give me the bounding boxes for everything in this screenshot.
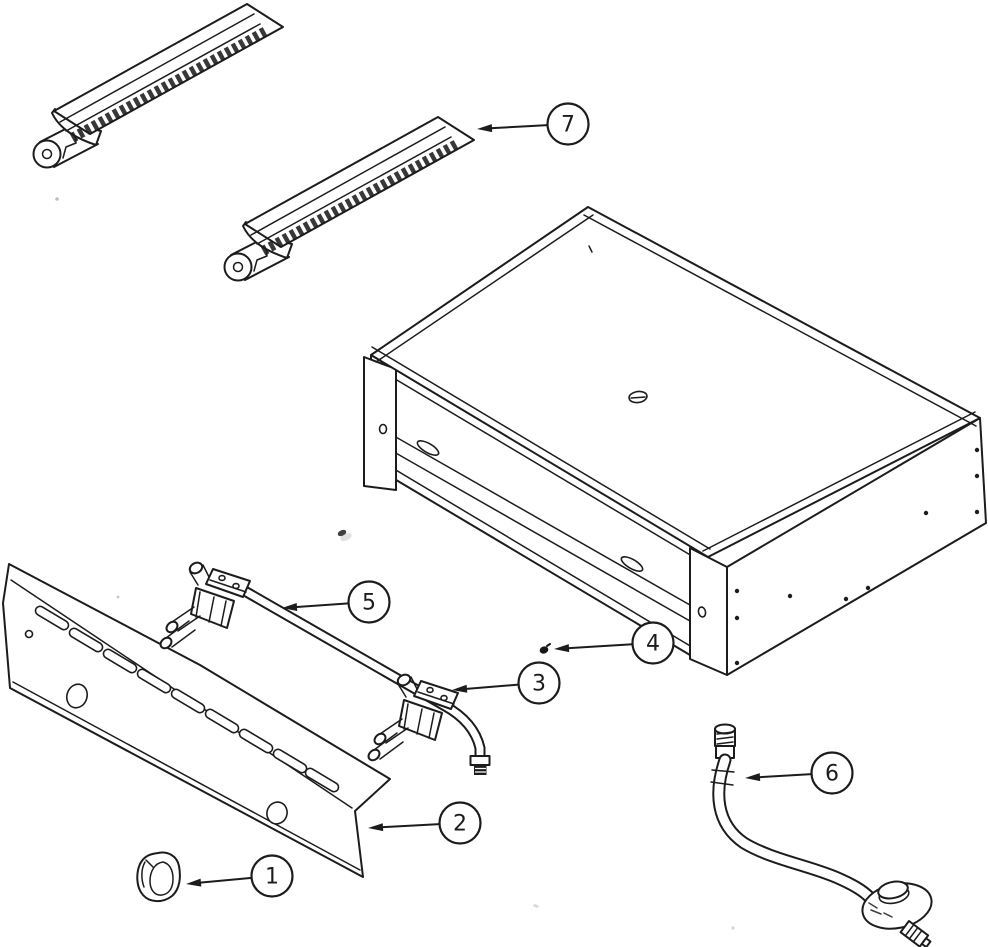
callout-1: 1 (186, 854, 294, 898)
callout-7: 7 (477, 102, 590, 146)
callout-circle (631, 621, 675, 665)
callout-arrowhead (186, 878, 202, 887)
callout-arrowhead (452, 684, 468, 693)
callout-number: 2 (453, 812, 467, 837)
callout-leader-line (489, 124, 548, 130)
callout-leader-line (294, 602, 349, 609)
callout-leader-line (198, 876, 252, 884)
knob-outline (136, 851, 181, 903)
callout-arrowhead (554, 644, 570, 653)
firebox-left-flange (363, 356, 397, 491)
callout-leader-line (380, 823, 440, 829)
callout-leader-line (566, 643, 633, 650)
front-face-slot-hole-1 (416, 440, 440, 456)
front-face-slot-hole-2 (620, 556, 644, 572)
callout-3: 3 (452, 661, 561, 705)
callout-2: 2 (368, 801, 482, 845)
callout-number: 5 (362, 591, 376, 616)
firebox-top-tray (370, 206, 981, 558)
hose-crimp-marks (710, 769, 735, 786)
gas-valve-1 (157, 559, 251, 652)
burner-tube-1 (34, 4, 284, 168)
regulator-cap (877, 880, 909, 900)
hose-ferrule (715, 745, 735, 759)
callout-circle (517, 661, 561, 705)
vent-slots (34, 605, 340, 793)
callout-arrowhead (282, 602, 298, 611)
manifold-valve-assembly (157, 559, 491, 775)
scan-speckles (55, 197, 735, 930)
gas-hose-regulator (710, 723, 933, 947)
callout-circle (810, 751, 854, 795)
panel-screw-hole (24, 629, 34, 639)
control-panel (2, 563, 391, 878)
knob-stem-hole-1 (65, 683, 89, 709)
control-knob (136, 851, 181, 903)
firebox-front-rail (379, 427, 698, 626)
manifold-end-threads (474, 765, 487, 775)
rivet-holes (734, 447, 980, 666)
callout-arrowhead (368, 823, 384, 832)
callout-number: 7 (561, 113, 575, 138)
callout-circle (347, 580, 391, 624)
callout-number: 1 (265, 865, 279, 890)
callout-5: 5 (282, 580, 391, 624)
regulator-embossing (868, 902, 893, 918)
regulator-outlet (899, 920, 932, 947)
callout-leader-line (757, 773, 812, 779)
callout-arrowhead (477, 124, 493, 133)
callout-6: 6 (745, 751, 854, 795)
callout-circle (438, 801, 482, 845)
callout-circle (250, 854, 294, 898)
firebox-corner-post (689, 547, 728, 676)
callout-4: 4 (554, 621, 675, 665)
callout-layer: 1 2 3 4 5 6 7 (186, 102, 854, 898)
callout-number: 6 (825, 762, 839, 787)
callout-leader-line (464, 683, 519, 690)
callout-circle (546, 102, 590, 146)
burner-tube-2 (225, 117, 475, 281)
callout-number: 4 (646, 632, 660, 657)
manifold-end-collar (469, 755, 491, 766)
screw (539, 643, 551, 654)
callout-arrowhead (745, 773, 761, 782)
callout-number: 3 (532, 672, 546, 697)
firebox-body (363, 206, 987, 676)
knob-stem-hole-2 (266, 801, 288, 825)
